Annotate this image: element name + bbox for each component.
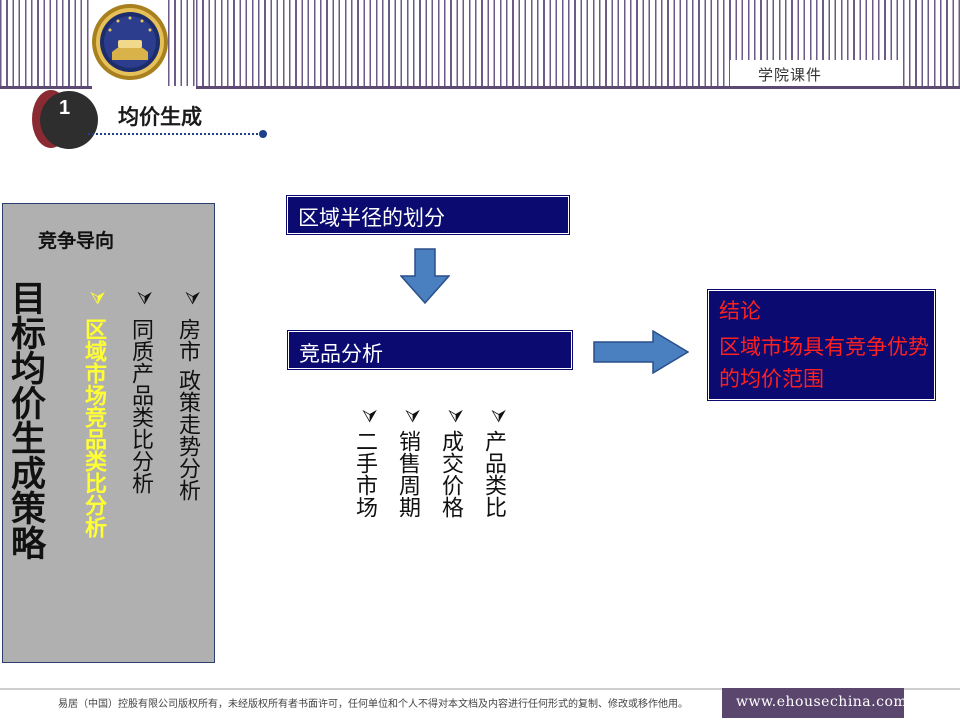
- checkmark-icon: ⮛: [185, 288, 201, 309]
- conclusion-text: 区域市场具有竞争优势的均价范围: [719, 335, 929, 391]
- checkmark-icon: ⮛: [90, 288, 106, 309]
- checkmark-icon: ⮛: [137, 288, 153, 309]
- strategy-panel: [2, 203, 215, 663]
- panel-vertical-title: 目标均价生成策略: [5, 280, 45, 560]
- method-column-regional: 区域市场竞品类比分析: [81, 318, 106, 538]
- checkmark-icon: ⮛: [362, 406, 378, 427]
- step-competitor-analysis: 竞品分析: [287, 330, 573, 370]
- factor-resale-market: 二手市场: [352, 430, 377, 518]
- factor-sales-cycle: 销售周期: [395, 430, 420, 518]
- header-rule: [196, 86, 960, 89]
- panel-subtitle: 竞争导向: [38, 230, 115, 252]
- college-label: 学院课件: [758, 66, 823, 84]
- factor-product: 产品类比: [481, 430, 506, 518]
- header-stripes-left: [0, 0, 92, 86]
- header-label-area: [730, 60, 900, 86]
- method-column-homogeneous: 同质产品类比分析: [128, 318, 153, 494]
- section-badge: [40, 91, 98, 149]
- factor-price: 成交价格: [438, 430, 463, 518]
- section-dotted-rule: [88, 133, 262, 135]
- footer-url[interactable]: www.ehousechina.com: [736, 694, 908, 710]
- footer-copyright: 易居（中国）控股有限公司版权所有，未经版权所有者书面许可，任何单位和个人不得对本…: [58, 699, 688, 710]
- arrow-right-icon: [593, 330, 689, 374]
- footer-url-bar: [722, 688, 904, 718]
- section-title: 均价生成: [118, 105, 202, 129]
- step-region-radius: 区域半径的划分: [286, 195, 570, 235]
- footer-rule: [0, 688, 960, 690]
- section-number: 1: [59, 97, 71, 119]
- method-column-policy: 房市 政策走势分析: [175, 318, 200, 501]
- checkmark-icon: ⮛: [448, 406, 464, 427]
- header-rule-left: [0, 86, 92, 89]
- conclusion-title: 结论: [719, 299, 761, 323]
- header-stripes-mid: [168, 0, 196, 86]
- institute-seal-icon: [92, 4, 168, 80]
- conclusion-box: 结论 区域市场具有竞争优势的均价范围: [707, 289, 936, 401]
- checkmark-icon: ⮛: [491, 406, 507, 427]
- arrow-down-icon: [400, 248, 450, 304]
- section-rule-dot: [259, 130, 267, 138]
- checkmark-icon: ⮛: [405, 406, 421, 427]
